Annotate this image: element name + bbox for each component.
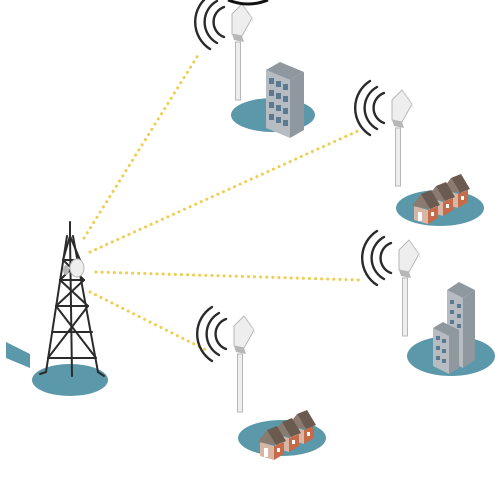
office-building-icon bbox=[266, 62, 304, 138]
dotted-wireless-link-relay-upper-right bbox=[88, 128, 362, 254]
microwave-dish-icon bbox=[69, 258, 85, 278]
relay-top bbox=[193, 0, 315, 138]
twin-towers-icon bbox=[433, 282, 475, 374]
lattice-radio-tower-icon bbox=[6, 221, 108, 396]
wireless-links bbox=[82, 50, 362, 352]
dotted-wireless-link-relay-top bbox=[82, 50, 202, 240]
dotted-wireless-link-relay-bottom bbox=[88, 290, 208, 352]
dotted-wireless-link-relay-lower-right bbox=[94, 270, 362, 282]
panel-antenna-icon bbox=[193, 0, 256, 102]
relay-bottom bbox=[195, 305, 326, 460]
cropped-object bbox=[227, 0, 269, 6]
panel-antenna-icon bbox=[360, 229, 423, 338]
relay-upper-right bbox=[353, 79, 484, 226]
relay-lower-right bbox=[360, 229, 495, 376]
panel-antenna-icon bbox=[353, 79, 416, 188]
panel-antenna-icon bbox=[195, 305, 258, 414]
